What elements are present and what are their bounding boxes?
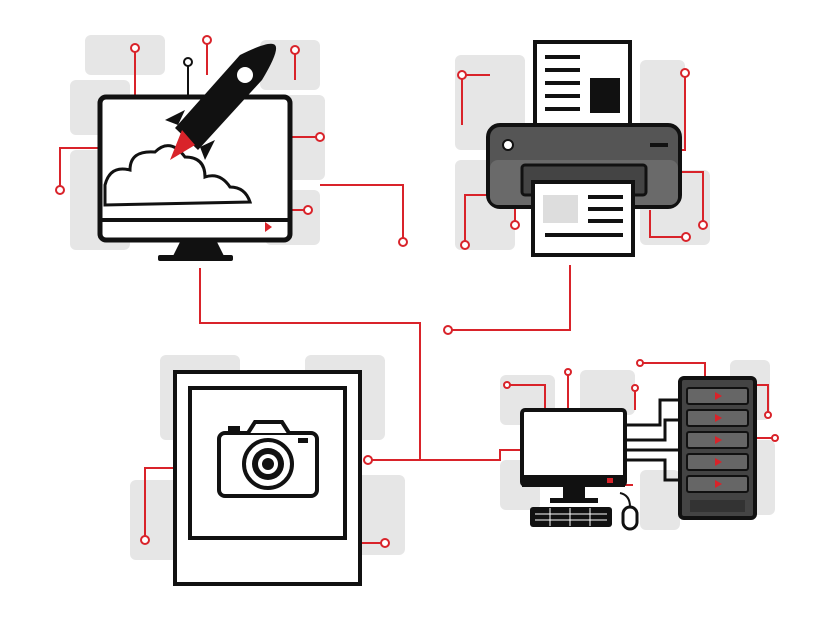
connector-lines (59, 40, 775, 544)
photo-frame-camera-icon (173, 370, 362, 586)
desktop-computer-server-icon (520, 376, 757, 531)
connector-terminals (55, 35, 779, 548)
printer-icon (486, 40, 682, 257)
monitor-rocket-launch-icon (97, 43, 293, 261)
